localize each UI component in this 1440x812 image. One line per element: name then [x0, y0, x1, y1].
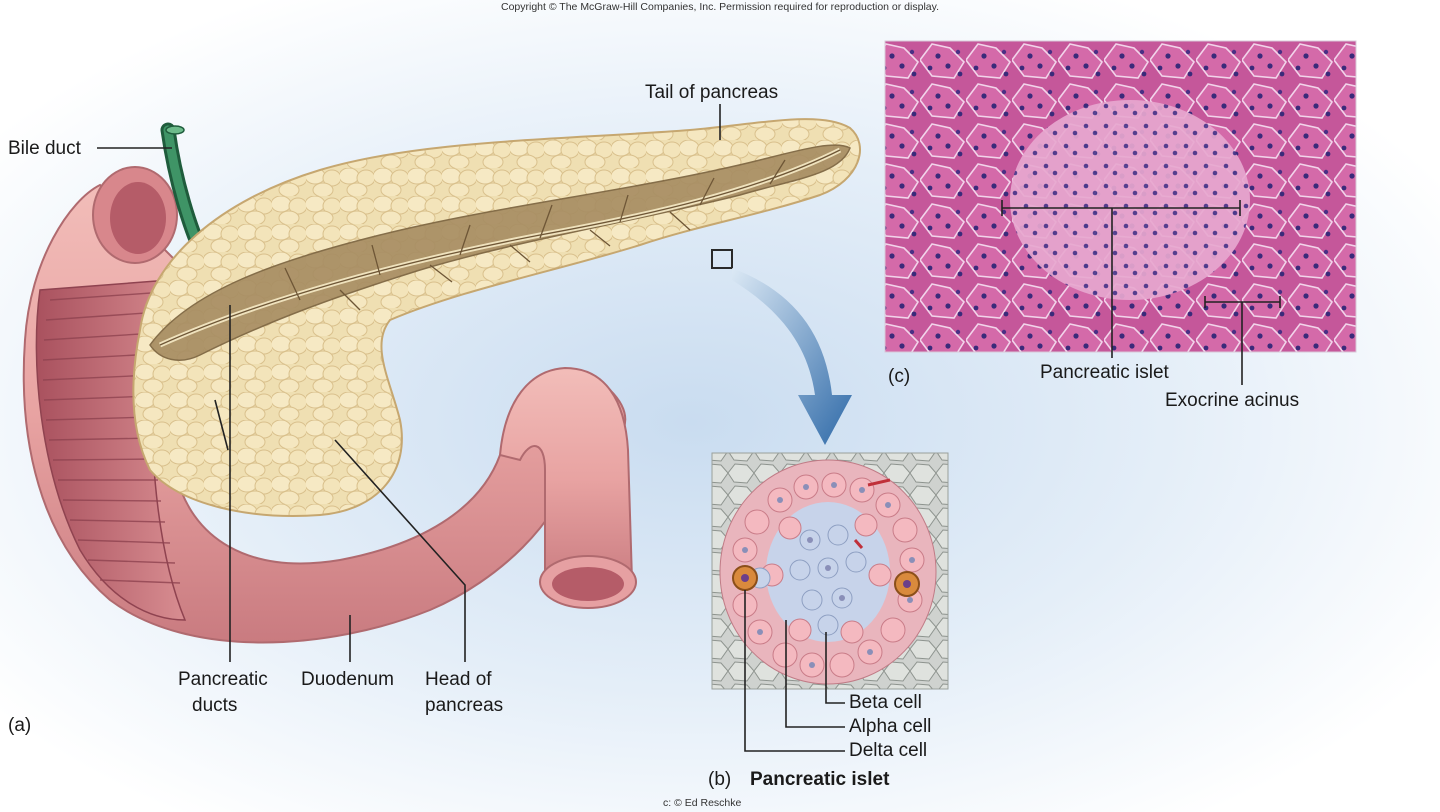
panel-b-letter: (b) [708, 769, 732, 790]
sample-square [711, 249, 733, 269]
copyright-notice: Copyright © The McGraw-Hill Companies, I… [500, 1, 940, 13]
label-tail-of-pancreas: Tail of pancreas [645, 82, 779, 103]
micrograph [885, 41, 1356, 352]
label-beta-cell: Beta cell [849, 692, 922, 713]
label-head-of-pancreas-line2: pancreas [425, 695, 504, 716]
panel-b-title: Pancreatic islet [750, 769, 890, 790]
label-duodenum: Duodenum [301, 669, 394, 690]
label-pancreatic-ducts-line2: ducts [192, 695, 238, 716]
label-alpha-cell: Alpha cell [849, 716, 932, 737]
photo-credit: c: © Ed Reschke [663, 797, 742, 809]
label-head-of-pancreas-line1: Head of [425, 669, 492, 690]
zoom-arrow [732, 268, 852, 445]
panel-a-letter: (a) [8, 715, 32, 736]
islet-illustration [711, 452, 949, 690]
label-bile-duct: Bile duct [8, 138, 81, 159]
label-pancreatic-ducts-line1: Pancreatic [178, 669, 268, 690]
pancreas-illustration [132, 118, 861, 517]
label-delta-cell: Delta cell [849, 740, 928, 761]
label-pancreatic-islet-micrograph: Pancreatic islet [1040, 362, 1169, 383]
leader-lines [97, 104, 1281, 752]
label-exocrine-acinus: Exocrine acinus [1165, 390, 1300, 411]
panel-c-letter: (c) [888, 366, 911, 387]
